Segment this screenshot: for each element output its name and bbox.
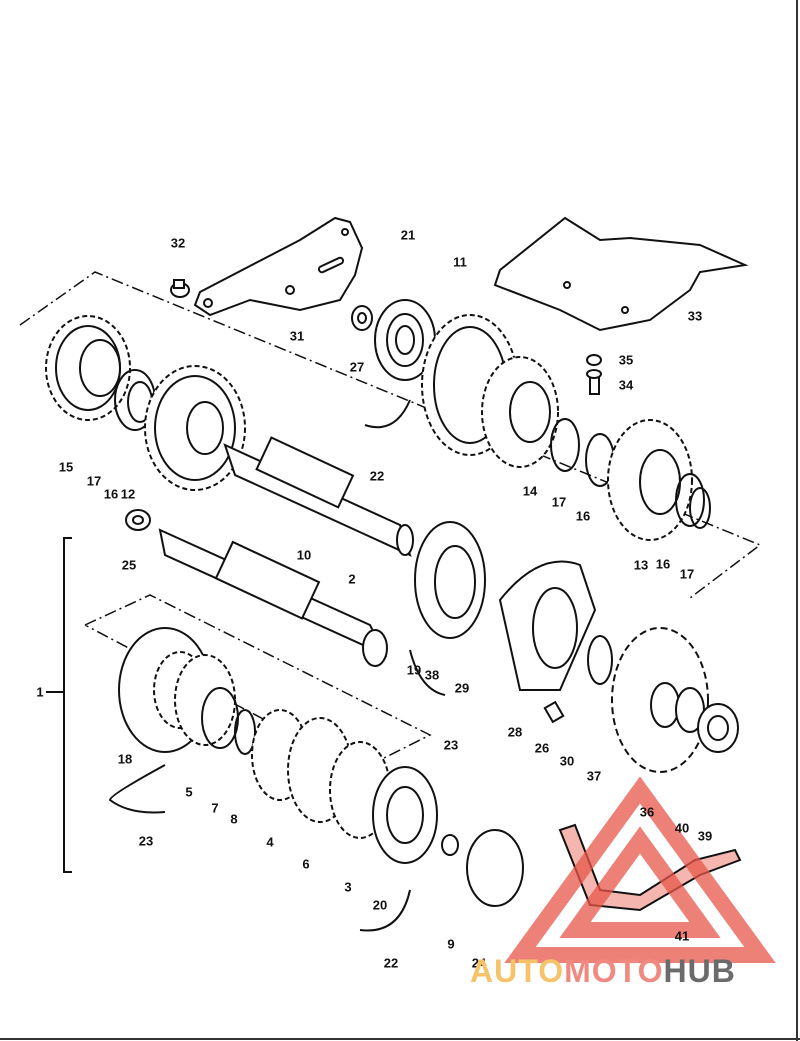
part-label-3: 3 [344, 879, 352, 895]
bracket-31 [193, 216, 364, 317]
part-label-16-c: 16 [655, 556, 671, 572]
part-label-39: 39 [697, 828, 713, 844]
circlip-23-right [409, 649, 446, 696]
gear-14 [481, 356, 559, 468]
sprocket-36 [611, 627, 709, 773]
nut-39 [697, 703, 739, 753]
part-label-10: 10 [296, 547, 312, 563]
circlip-22-upper [364, 399, 411, 429]
part-label-4: 4 [266, 834, 274, 850]
part-label-19: 19 [406, 662, 422, 678]
part-label-6: 6 [302, 856, 310, 872]
part-label-31: 31 [289, 328, 305, 344]
part-label-17-b: 17 [551, 494, 567, 510]
part-label-22-a: 22 [369, 468, 385, 484]
part-label-11: 11 [453, 254, 467, 270]
part-label-25: 25 [121, 557, 137, 573]
driveshaft-2 [158, 528, 388, 667]
part-label-7: 7 [211, 800, 219, 816]
part-label-34: 34 [618, 377, 634, 393]
part-label-15: 15 [58, 459, 74, 475]
part-label-41: 41 [674, 928, 690, 944]
oil-seal-37 [587, 635, 613, 685]
part-label-29: 29 [454, 680, 470, 696]
part-label-37: 37 [586, 768, 602, 784]
part-label-40: 40 [674, 820, 690, 836]
washer-35 [586, 354, 602, 366]
part-label-33: 33 [687, 308, 703, 324]
part-label-21: 21 [400, 227, 416, 243]
watermark-triangle [504, 776, 776, 963]
part-label-24: 24 [471, 955, 487, 971]
bolt-32 [170, 279, 190, 298]
part-label-14: 14 [522, 483, 538, 499]
part-label-20: 20 [372, 897, 388, 913]
washer-16-17-end [675, 473, 711, 529]
part-label-5: 5 [185, 784, 193, 800]
part-label-30: 30 [559, 753, 575, 769]
bearing-21 [374, 299, 436, 381]
retainer-28 [498, 560, 597, 691]
watermark-logo: AUTOMOTOHUB [470, 955, 736, 987]
part-label-13: 13 [633, 557, 649, 573]
bolt-34 [586, 369, 602, 395]
gear-13 [607, 419, 693, 541]
assembly-bracket [46, 537, 72, 873]
cover-plate-33 [493, 216, 749, 332]
part-label-22-b: 22 [383, 955, 399, 971]
part-label-17-a: 17 [86, 473, 102, 489]
o-ring-24 [466, 829, 524, 907]
part-label-27: 27 [349, 359, 365, 375]
part-label-38: 38 [424, 667, 440, 683]
watermark-auto: AUTO [470, 953, 565, 989]
countershaft-10 [223, 436, 414, 557]
bushing-25 [125, 509, 151, 531]
circlip-23-left [108, 764, 166, 814]
gear-15 [45, 315, 131, 421]
bearing-20 [372, 766, 438, 864]
part-label-17-c: 17 [679, 566, 695, 582]
part-label-1: 1 [36, 684, 44, 700]
pin-9 [441, 834, 459, 856]
part-label-35: 35 [618, 352, 634, 368]
part-label-23-b: 23 [138, 833, 154, 849]
watermark-moto: MOTO [564, 953, 664, 989]
part-label-16-a: 16 [103, 486, 119, 502]
bolt-26 [543, 700, 565, 724]
part-label-28: 28 [507, 724, 523, 740]
part-label-8: 8 [230, 811, 238, 827]
part-label-36: 36 [639, 804, 655, 820]
part-label-12: 12 [120, 486, 136, 502]
part-label-32: 32 [170, 235, 186, 251]
circlip-22-lower [359, 889, 411, 932]
gear-12 [144, 365, 246, 491]
watermark-hub: HUB [663, 953, 736, 989]
part-label-26: 26 [534, 740, 550, 756]
part-label-18: 18 [117, 751, 133, 767]
part-label-9: 9 [447, 936, 455, 952]
part-label-23-a: 23 [443, 737, 459, 753]
part-label-16-b: 16 [575, 508, 591, 524]
spacer-27 [351, 305, 373, 331]
part-label-2: 2 [348, 571, 356, 587]
bearing-19 [414, 521, 486, 639]
